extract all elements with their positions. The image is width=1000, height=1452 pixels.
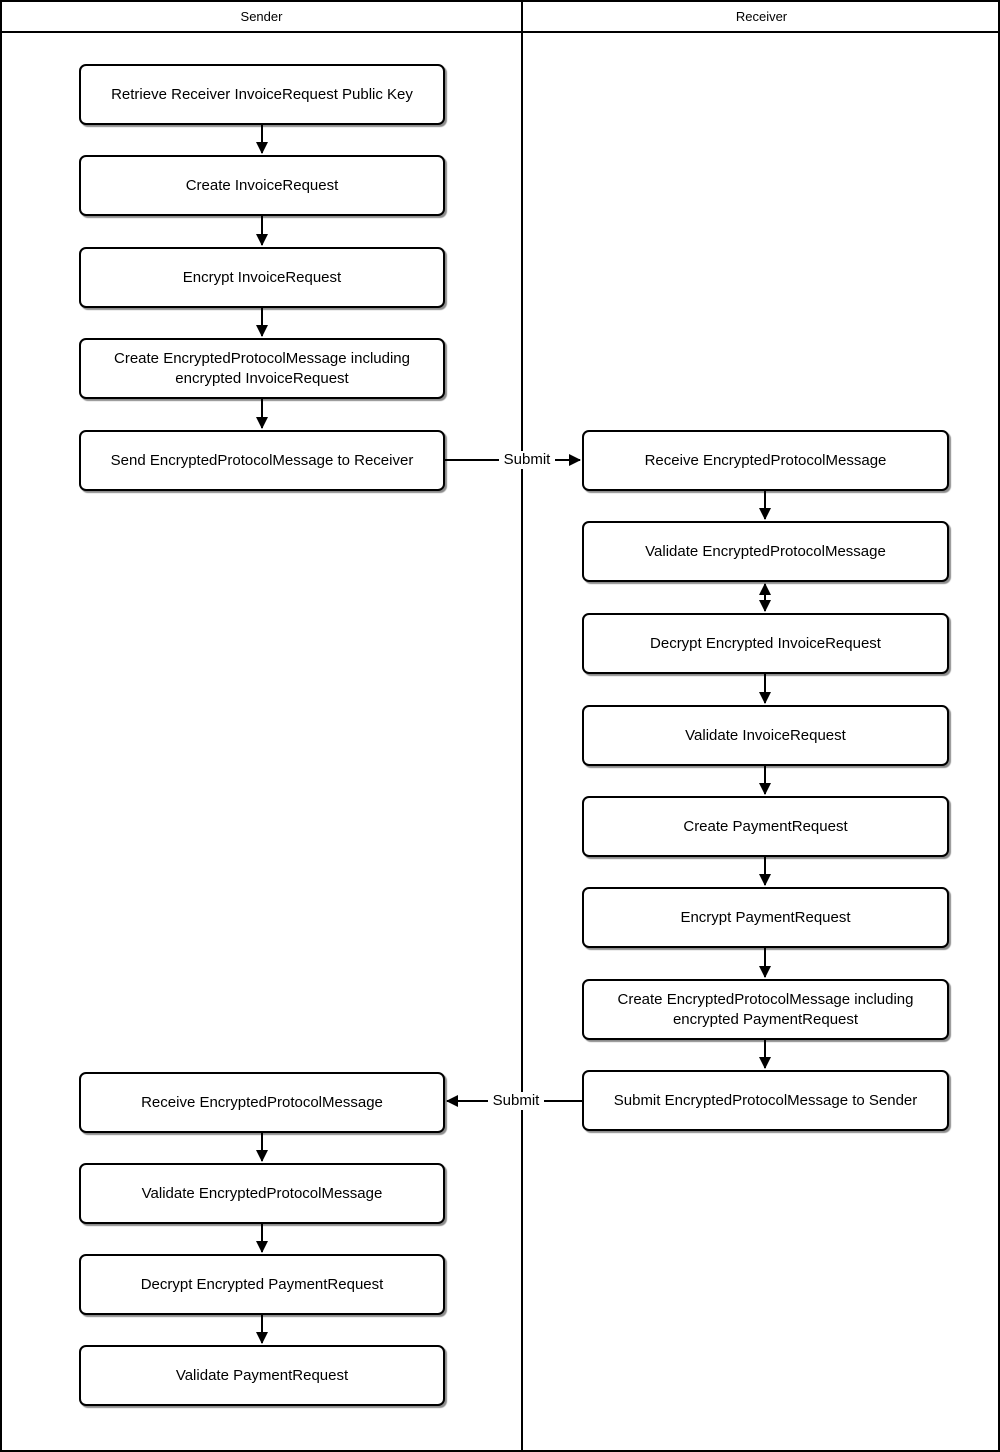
node-create-encryptedprotocolmessage-paymentrequest: Create EncryptedProtocolMessage includin…: [582, 979, 949, 1040]
node-validate-invoicerequest: Validate InvoiceRequest: [582, 705, 949, 766]
node-label: Receive EncryptedProtocolMessage: [644, 451, 887, 469]
node-create-paymentrequest: Create PaymentRequest: [582, 796, 949, 857]
node-label: Encrypt PaymentRequest: [680, 908, 851, 926]
node-decrypt-encrypted-paymentrequest: Decrypt Encrypted PaymentRequest: [79, 1254, 445, 1315]
node-retrieve-receiver-invoicerequest-public-key: Retrieve Receiver InvoiceRequest Public …: [79, 64, 445, 125]
node-encrypt-paymentrequest: Encrypt PaymentRequest: [582, 887, 949, 948]
node-sender-validate-encryptedprotocolmessage: Validate EncryptedProtocolMessage: [79, 1163, 445, 1224]
node-decrypt-encrypted-invoicerequest: Decrypt Encrypted InvoiceRequest: [582, 613, 949, 674]
node-receiver-validate-encryptedprotocolmessage: Validate EncryptedProtocolMessage: [582, 521, 949, 582]
node-submit-encryptedprotocolmessage-to-sender: Submit EncryptedProtocolMessage to Sende…: [582, 1070, 949, 1131]
node-label: Submit EncryptedProtocolMessage to Sende…: [613, 1091, 918, 1109]
node-encrypt-invoicerequest: Encrypt InvoiceRequest: [79, 247, 445, 308]
node-label: Encrypt InvoiceRequest: [182, 268, 342, 286]
node-label: Create InvoiceRequest: [185, 176, 339, 194]
node-validate-paymentrequest: Validate PaymentRequest: [79, 1345, 445, 1406]
node-label: Retrieve Receiver InvoiceRequest Public …: [111, 85, 413, 103]
node-create-encryptedprotocolmessage-invoicerequest: Create EncryptedProtocolMessage includin…: [79, 338, 445, 399]
node-label: Decrypt Encrypted PaymentRequest: [140, 1275, 384, 1293]
node-label: Create EncryptedProtocolMessage includin…: [114, 350, 410, 387]
node-label: Validate PaymentRequest: [175, 1366, 349, 1384]
node-receiver-receive-encryptedprotocolmessage: Receive EncryptedProtocolMessage: [582, 430, 949, 491]
lane-divider-line: [521, 2, 523, 1450]
node-sender-receive-encryptedprotocolmessage: Receive EncryptedProtocolMessage: [79, 1072, 445, 1133]
node-label: Create EncryptedProtocolMessage includin…: [617, 991, 914, 1028]
edge-label-submit-to-sender: Submit: [488, 1092, 544, 1110]
node-label: Decrypt Encrypted InvoiceRequest: [650, 634, 881, 652]
node-label: Validate EncryptedProtocolMessage: [645, 542, 886, 560]
node-label: Validate InvoiceRequest: [685, 726, 846, 744]
node-label: Create PaymentRequest: [683, 817, 848, 835]
lane-title-sender: Sender: [240, 9, 283, 24]
node-label: Validate EncryptedProtocolMessage: [141, 1184, 383, 1202]
node-send-encryptedprotocolmessage-to-receiver: Send EncryptedProtocolMessage to Receive…: [79, 430, 445, 491]
node-label: Receive EncryptedProtocolMessage: [141, 1093, 383, 1111]
node-label: Send EncryptedProtocolMessage to Receive…: [110, 451, 414, 469]
lane-title-receiver: Receiver: [735, 9, 788, 24]
edge-label-submit-to-receiver: Submit: [499, 451, 555, 469]
header-divider-line: [2, 31, 998, 33]
node-create-invoicerequest: Create InvoiceRequest: [79, 155, 445, 216]
